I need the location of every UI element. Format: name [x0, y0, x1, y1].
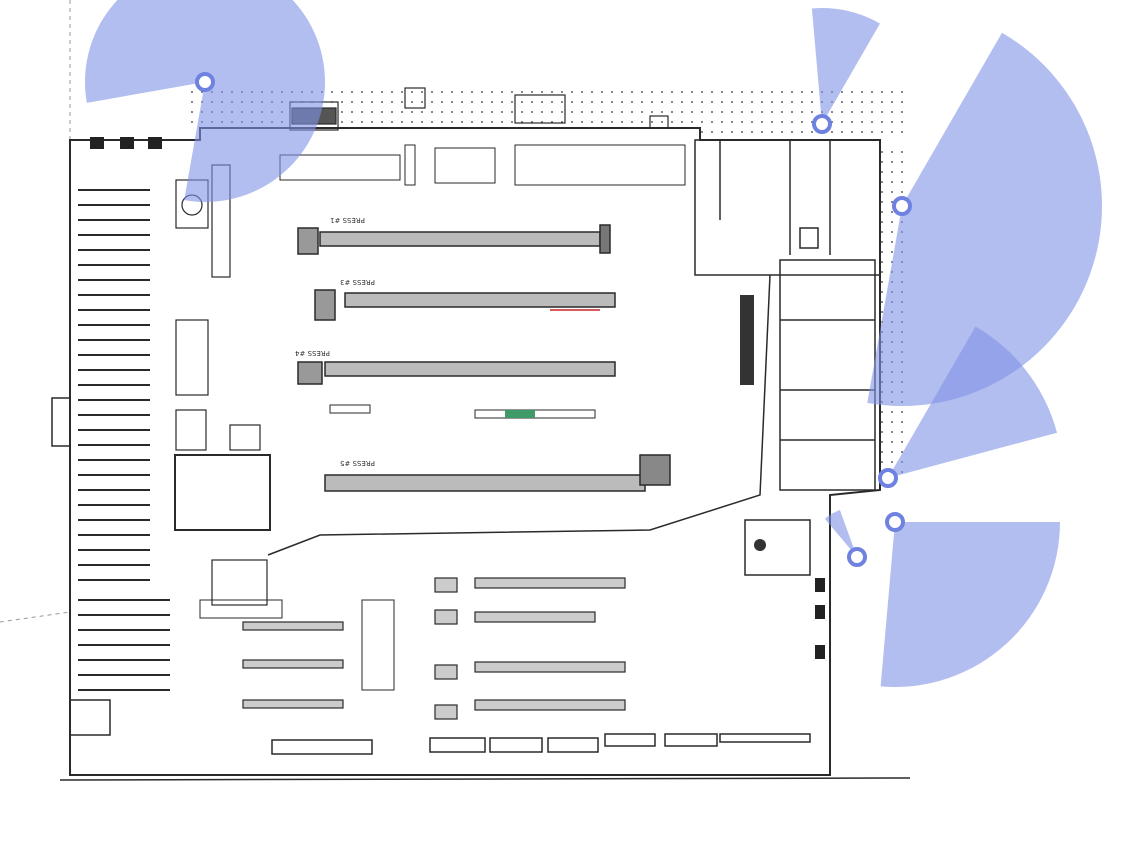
camera-marker[interactable]: [885, 512, 905, 532]
dock-door: [815, 578, 825, 592]
camera-marker[interactable]: [812, 114, 832, 134]
machine-column: [740, 295, 754, 385]
dock-door: [120, 137, 134, 149]
camera-fov-wedge: [811, 7, 880, 124]
press-line-3: [297, 361, 616, 385]
interior-wall: [267, 274, 771, 556]
camera-fov-wedge: [880, 522, 1060, 687]
office-block: [694, 139, 881, 576]
ground-line: [59, 777, 911, 781]
tank: [754, 539, 766, 551]
dock-door: [90, 137, 104, 149]
camera-marker[interactable]: [195, 72, 215, 92]
press-line-1: [297, 224, 611, 255]
press-label: PRESS #4: [295, 349, 330, 357]
dock-door: [148, 137, 162, 149]
camera-fov-wedge: [888, 326, 1058, 478]
dock-door: [815, 605, 825, 619]
press-label: PRESS #5: [340, 459, 375, 467]
camera-marker[interactable]: [892, 196, 912, 216]
press-label: PRESS #3: [340, 278, 375, 286]
building-outline: [69, 127, 881, 776]
conveyor-highlight: [505, 410, 535, 418]
camera-marker-layer: [195, 72, 912, 567]
bottom-stalls: [69, 699, 811, 755]
parking-stalls: [78, 189, 170, 691]
press-line-2: [314, 289, 616, 321]
storage-racks-south: [199, 599, 395, 691]
storage-racks: [279, 144, 686, 186]
exterior-paving-north: [190, 90, 910, 140]
camera-marker[interactable]: [847, 547, 867, 567]
equipment-rack: [329, 404, 371, 414]
west-entrance: [51, 397, 71, 447]
camera-fov-layer: [85, 0, 1102, 687]
utility-rooms: [174, 164, 271, 606]
press-label: PRESS #1: [330, 216, 365, 224]
assembly-lines: [242, 577, 626, 720]
camera-fov-wedge: [824, 510, 857, 557]
press-line-4: [324, 454, 671, 492]
camera-fov-wedge: [85, 0, 325, 202]
camera-fov-wedge: [867, 32, 1102, 406]
reference-line: [0, 611, 71, 623]
dock-door: [815, 645, 825, 659]
camera-marker[interactable]: [878, 468, 898, 488]
